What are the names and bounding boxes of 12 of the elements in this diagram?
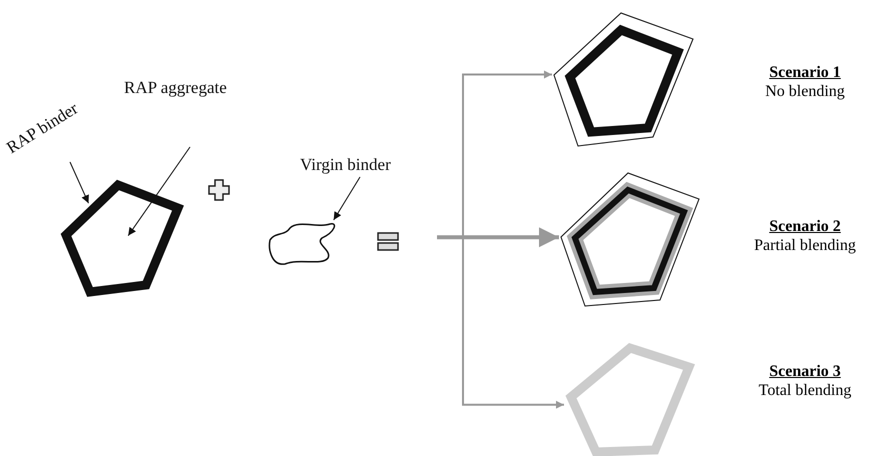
callout-label: Virgin binder bbox=[300, 155, 391, 176]
scenario-description: No blending bbox=[765, 82, 845, 102]
leader-line bbox=[333, 176, 360, 220]
callout-label: RAP aggregate bbox=[124, 78, 227, 98]
scenario-description: Total blending bbox=[758, 381, 852, 400]
arrow bbox=[437, 227, 559, 248]
scenario-heading: Scenario 1 bbox=[769, 63, 841, 82]
scenario-description: Partial blending bbox=[754, 236, 856, 256]
leader-line bbox=[70, 162, 90, 204]
scenario-heading: Scenario 2 bbox=[769, 217, 841, 236]
scenario-heading: Scenario 3 bbox=[769, 362, 841, 382]
leader-line bbox=[128, 146, 190, 236]
